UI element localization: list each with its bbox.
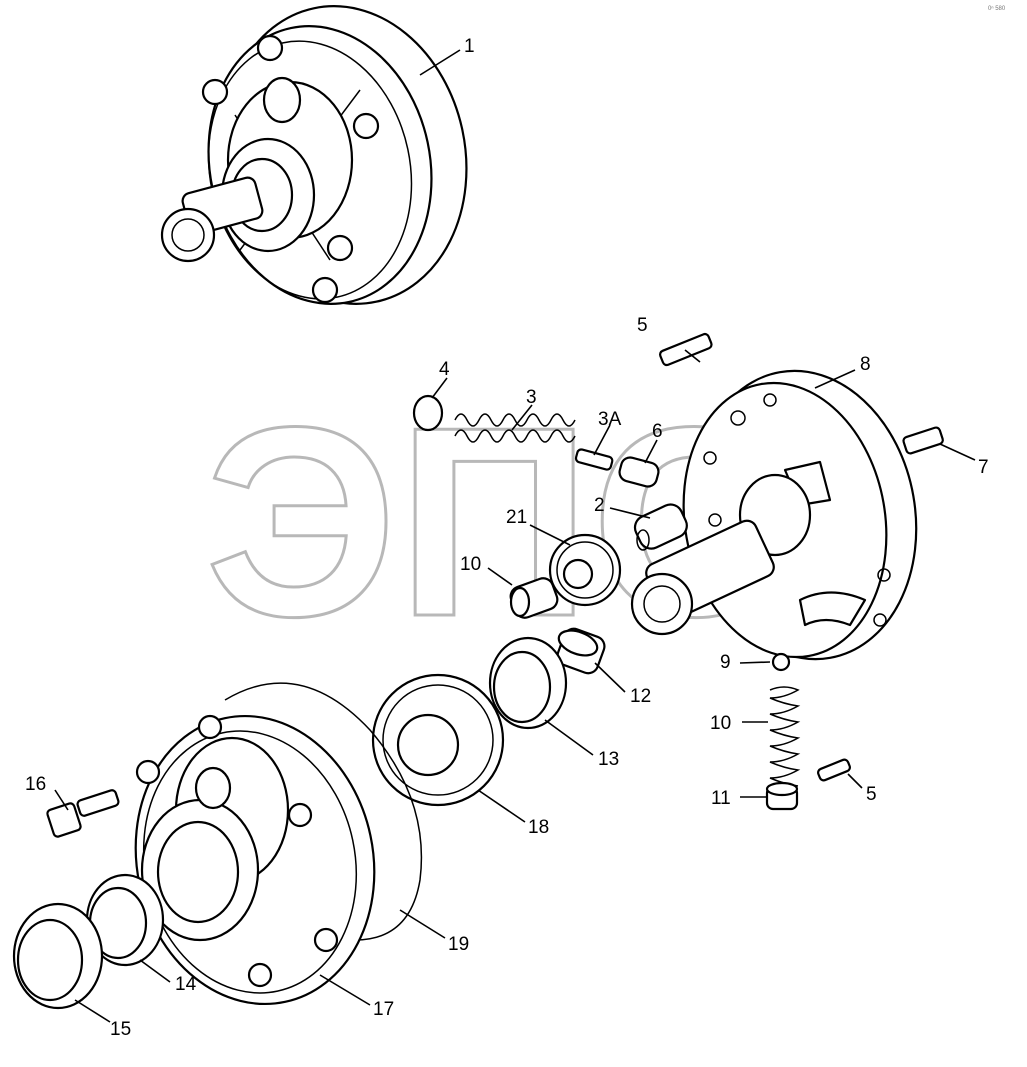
callouts: 1 2 3 3A 4 5 5 6 7 8 9 10 10 11 12 13 14… [25,36,989,1040]
callout-19: 19 [448,934,469,955]
part-12-bushing [556,627,606,675]
callout-16: 16 [25,774,46,795]
callout-4: 4 [439,359,450,380]
callout-2: 2 [594,495,605,516]
callout-10-right: 10 [710,713,731,734]
part-19-o-ring [224,682,423,941]
part-2-sleeve [633,503,688,551]
callout-6: 6 [652,421,663,442]
part-10-needle-bearing [509,577,559,619]
callout-17: 17 [373,999,394,1020]
callout-9: 9 [720,652,731,673]
part-5-pin-bottom [817,758,851,782]
callout-13: 13 [598,749,619,770]
part-16-bolt [46,789,120,838]
part-5-pin-top [659,332,713,367]
callout-8: 8 [860,354,871,375]
part-3-spring [454,413,576,443]
part-17-pump-body [134,714,376,1006]
callout-3: 3 [526,387,537,408]
callout-21: 21 [506,507,527,528]
callout-18: 18 [528,817,549,838]
part-21-gear [548,533,622,607]
callout-11: 11 [711,788,731,809]
part-14-ring [85,873,165,967]
callout-10-left: 10 [460,554,481,575]
callout-5-top: 5 [637,315,648,336]
part-7-plug-screw [902,426,944,455]
callout-15: 15 [110,1019,131,1040]
part-9-ball [771,652,791,672]
part-8-pump-cover [630,369,918,661]
callout-12: 12 [630,686,651,707]
part-15-seal [12,902,104,1010]
part-13-ring [488,636,568,730]
part-18-driven-gear [371,673,505,807]
callout-5-bottom: 5 [866,784,877,805]
part-10-spring [769,686,801,787]
part-4-disc [412,394,444,432]
part-11-plug [765,781,799,811]
part-1-pump-assembly [160,5,468,305]
callout-1: 1 [464,36,475,57]
leader-lines [54,49,976,1023]
callout-14: 14 [175,974,197,995]
callout-7: 7 [978,457,989,478]
corner-code: 0ⁿ 580 [988,5,1006,12]
callout-3a: 3A [598,409,622,430]
part-6-plug [618,456,660,488]
